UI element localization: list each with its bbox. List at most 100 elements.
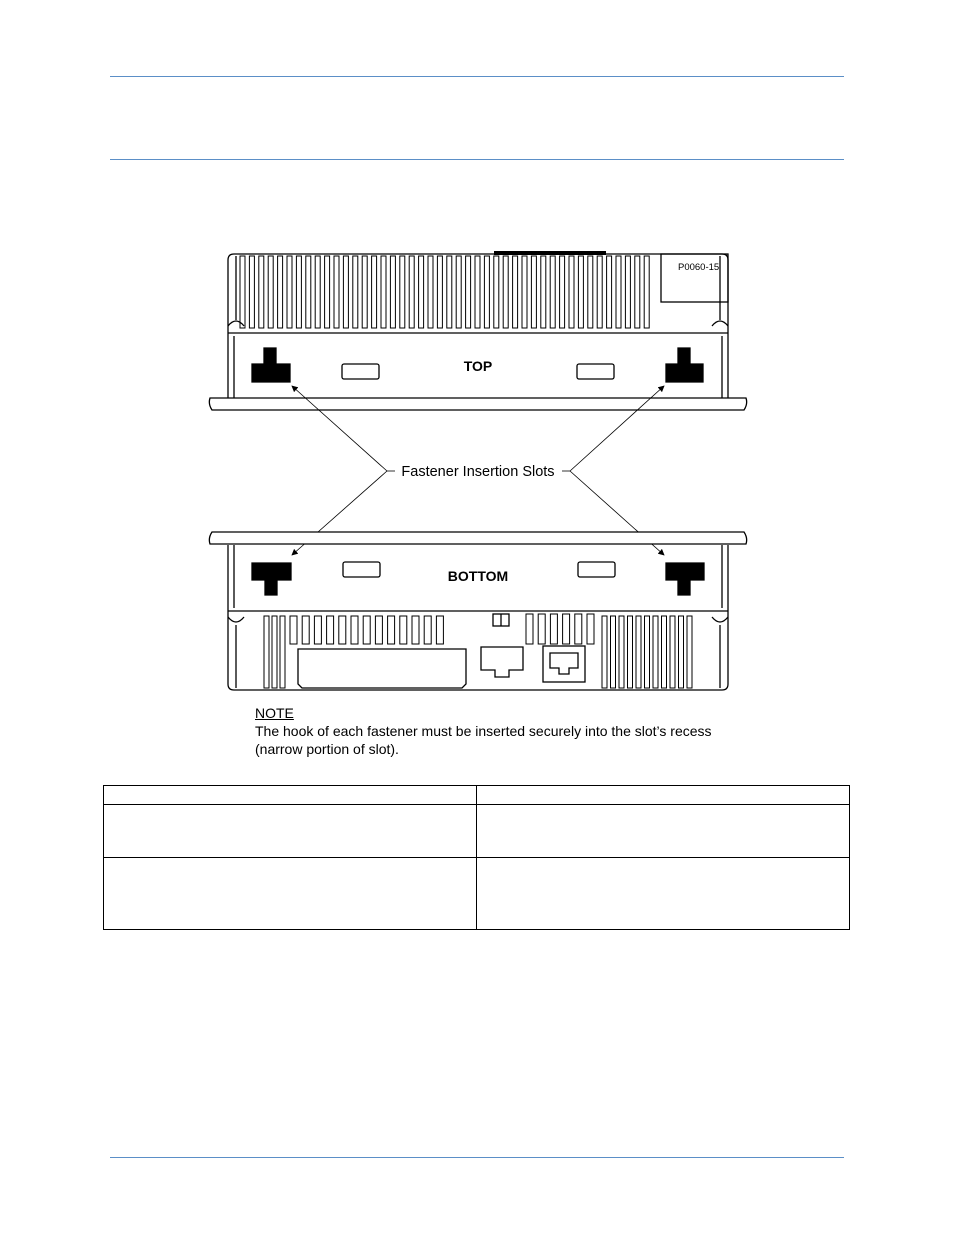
bottom-label: BOTTOM [448, 568, 508, 584]
cooling-fin [635, 615, 642, 689]
cooling-fin [559, 255, 566, 329]
cooling-fin [277, 255, 284, 329]
cooling-fin [530, 255, 537, 329]
cooling-fin [435, 615, 444, 645]
table-cell [103, 785, 477, 805]
cooling-fin [474, 255, 481, 329]
cooling-fin [352, 255, 359, 329]
table-row [103, 857, 850, 930]
cooling-fin [549, 255, 556, 329]
cooling-fin [549, 613, 558, 645]
cooling-fin [596, 255, 603, 329]
cooling-fin [669, 615, 676, 689]
cooling-fin [279, 615, 286, 689]
cooling-fin [301, 615, 310, 645]
table-cell [103, 857, 477, 930]
table-row [103, 785, 850, 805]
cooling-fin [333, 255, 340, 329]
cooling-fin [678, 615, 684, 689]
cooling-fin [568, 255, 575, 329]
cooling-fin [362, 615, 371, 645]
cooling-fin [258, 255, 265, 329]
header-rule-top [110, 76, 844, 77]
cooling-fin [399, 255, 406, 329]
cooling-fin [652, 615, 659, 689]
cooling-fin [525, 613, 534, 645]
cooling-fin [574, 613, 583, 645]
cooling-fin [483, 255, 490, 329]
cooling-fin [493, 255, 500, 329]
cooling-fin [502, 255, 509, 329]
cooling-fin [446, 255, 453, 329]
cooling-fin [537, 613, 546, 645]
cooling-fin [286, 255, 293, 329]
cooling-fin [562, 613, 571, 645]
cooling-fin [661, 615, 667, 689]
fastener-slots-figure: P0060-15 TOP Fastener Insertion Slots BO… [208, 251, 748, 691]
table-cell [476, 857, 850, 930]
cooling-fin [436, 255, 443, 329]
header-rule-bottom [110, 159, 844, 160]
cooling-fin [634, 255, 641, 329]
cooling-fin [521, 255, 528, 329]
cooling-fin [314, 255, 321, 329]
cooling-fin [371, 255, 378, 329]
cooling-fin [455, 255, 462, 329]
cooling-fin [624, 255, 631, 329]
top-label: TOP [464, 358, 493, 374]
cooling-fin [465, 255, 472, 329]
cooling-fin [587, 255, 594, 329]
cooling-fin [601, 615, 608, 689]
cooling-fin [418, 255, 425, 329]
cooling-fin [643, 255, 650, 329]
cooling-fin [408, 255, 415, 329]
cooling-fin [618, 615, 625, 689]
cooling-fin [313, 615, 322, 645]
cooling-fin [239, 255, 246, 329]
cooling-fin [295, 255, 302, 329]
table-cell [103, 804, 477, 858]
cooling-fin [374, 615, 383, 645]
cooling-fin [380, 255, 387, 329]
cooling-fin [338, 615, 347, 645]
cooling-fin [540, 255, 547, 329]
cooling-fin [627, 615, 633, 689]
bottom-view [208, 531, 748, 691]
cooling-fin [350, 615, 359, 645]
cooling-fin [686, 615, 693, 689]
cooling-fin [389, 255, 396, 329]
cooling-fin [615, 255, 622, 329]
cooling-fin [271, 615, 278, 689]
cooling-fin [361, 255, 368, 329]
figure-id-label: P0060-15 [678, 262, 719, 273]
cooling-fin [411, 615, 420, 645]
cooling-fin [387, 615, 396, 645]
table-cell [476, 804, 850, 858]
cooling-fin [324, 255, 331, 329]
cooling-fin [267, 255, 274, 329]
top-view [208, 251, 748, 411]
spec-table [103, 785, 850, 930]
cooling-fin [610, 615, 616, 689]
cooling-fin [326, 615, 335, 645]
cooling-fin [248, 255, 255, 329]
cooling-fin [427, 255, 434, 329]
table-row [103, 804, 850, 858]
cooling-fin [644, 615, 650, 689]
cooling-fin [342, 255, 349, 329]
cooling-fin [577, 255, 584, 329]
note-block: NOTE The hook of each fastener must be i… [255, 704, 725, 758]
footer-rule [110, 1157, 844, 1158]
cooling-fin [423, 615, 432, 645]
cooling-fin [263, 615, 270, 689]
cooling-fin [305, 255, 312, 329]
cooling-fin [289, 615, 298, 645]
callout-label: Fastener Insertion Slots [401, 464, 554, 480]
cooling-fin [399, 615, 408, 645]
cooling-fin [512, 255, 519, 329]
cooling-fin [586, 613, 595, 645]
table-cell [476, 785, 850, 805]
cooling-fin [606, 255, 613, 329]
note-text: The hook of each fastener must be insert… [255, 723, 712, 757]
note-title: NOTE [255, 705, 294, 721]
